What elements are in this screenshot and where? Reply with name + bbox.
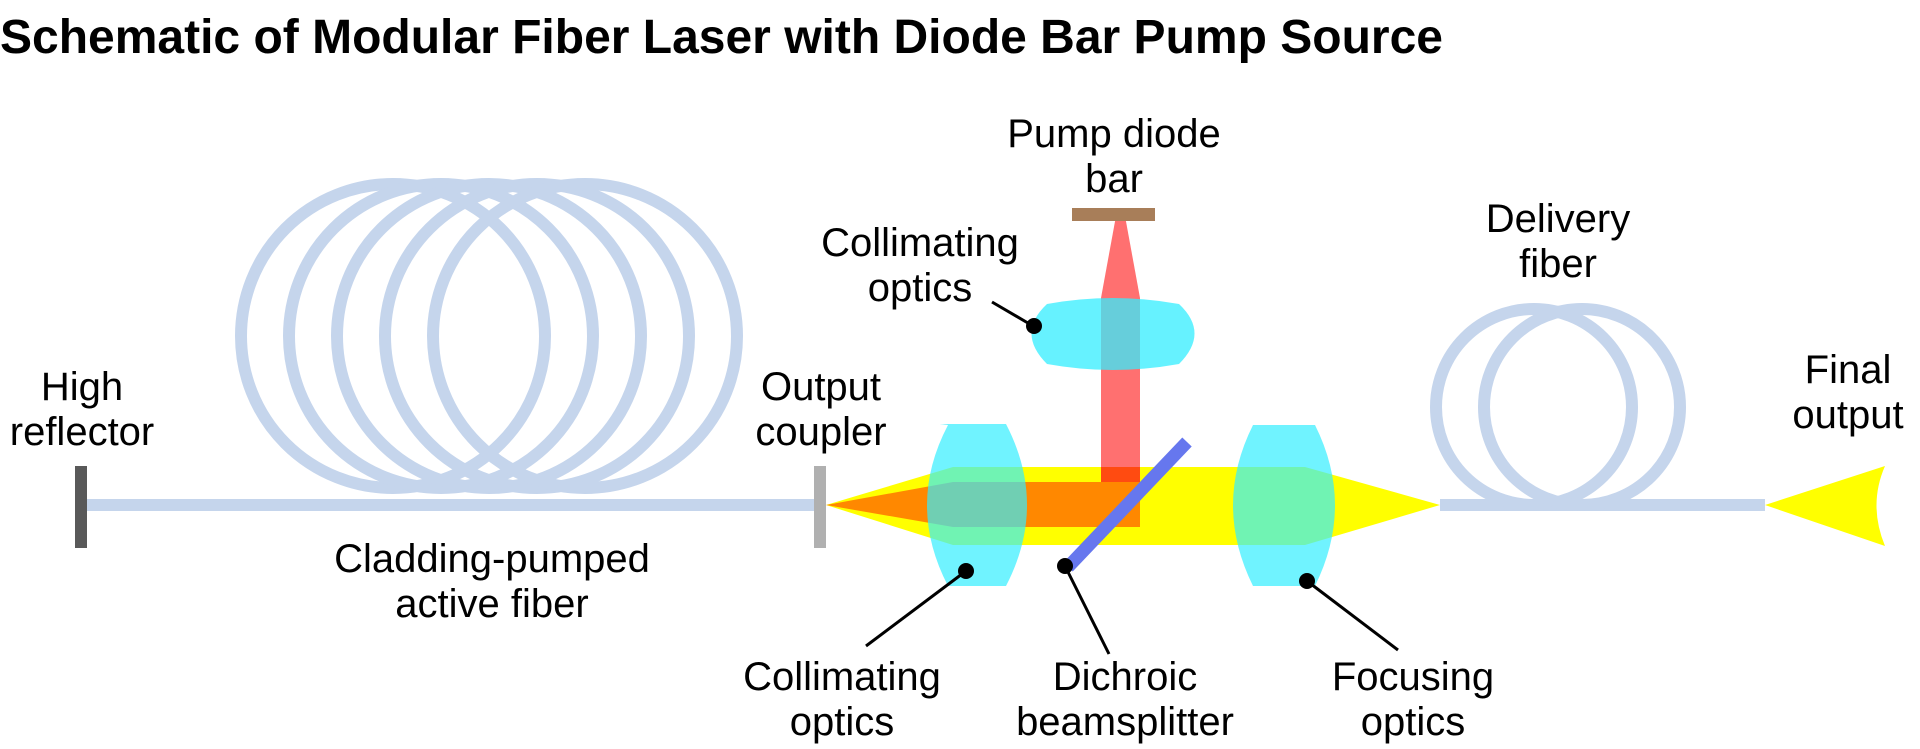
- pump-diode-bar: [1072, 208, 1155, 221]
- page-title: Schematic of Modular Fiber Laser with Di…: [0, 11, 1443, 64]
- leader-line-focusing: [1306, 579, 1399, 652]
- label-high-reflector: High reflector: [10, 365, 155, 454]
- label-output-coupler-line2: coupler: [755, 410, 886, 454]
- high-reflector: [75, 466, 87, 548]
- label-final-output-line2: output: [1792, 393, 1903, 437]
- focusing-lens: [1233, 425, 1335, 586]
- active-fiber-coils: [235, 178, 743, 494]
- label-delivery-fiber-line2: fiber: [1519, 242, 1597, 286]
- label-collimating-laser-line2: optics: [790, 700, 895, 744]
- delivery-fiber-coils: [1430, 303, 1686, 511]
- label-output-coupler-line1: Output: [761, 365, 881, 409]
- label-active-fiber: Cladding-pumped active fiber: [334, 537, 650, 626]
- leader-line-dichroic: [1063, 565, 1111, 655]
- label-focusing: Focusing optics: [1332, 655, 1494, 744]
- label-dichroic-line1: Dichroic: [1053, 655, 1197, 699]
- label-active-fiber-line2: active fiber: [395, 582, 588, 626]
- label-collimating-pump-line1: Collimating: [821, 221, 1019, 265]
- laser-collimating-lens: [927, 424, 1027, 586]
- leader-dot-laser-collimating: [958, 563, 974, 579]
- label-pump-diode: Pump diode bar: [1007, 112, 1220, 201]
- label-high-reflector-line2: reflector: [10, 410, 155, 454]
- label-collimating-pump: Collimating optics: [821, 221, 1019, 310]
- label-collimating-laser-line1: Collimating: [743, 655, 941, 699]
- label-focusing-line2: optics: [1361, 700, 1466, 744]
- delivery-coil: [1430, 303, 1638, 511]
- label-pump-diode-line2: bar: [1085, 157, 1143, 201]
- label-final-output-line1: Final: [1805, 348, 1892, 392]
- label-delivery-fiber-line1: Delivery: [1486, 197, 1630, 241]
- combined-beam-core: [1101, 467, 1140, 482]
- delivery-coil: [1478, 303, 1686, 511]
- label-dichroic-line2: beamsplitter: [1016, 700, 1234, 744]
- label-high-reflector-line1: High: [41, 365, 123, 409]
- label-focusing-line1: Focusing: [1332, 655, 1494, 699]
- pump-collimating-lens: [1031, 298, 1195, 370]
- label-dichroic: Dichroic beamsplitter: [1016, 655, 1234, 744]
- dichroic-beamsplitter: [1063, 437, 1192, 572]
- output-coupler: [814, 466, 826, 548]
- label-final-output: Final output: [1792, 348, 1903, 437]
- leader-dot-dichroic: [1057, 558, 1073, 574]
- label-delivery-fiber: Delivery fiber: [1486, 197, 1630, 286]
- fiber-coil: [283, 178, 599, 494]
- fiber-coil: [427, 178, 743, 494]
- fiber-coil: [235, 178, 551, 494]
- final-output-beam: [1765, 466, 1885, 546]
- fiber-coil: [331, 178, 647, 494]
- label-collimating-pump-line2: optics: [868, 266, 973, 310]
- label-output-coupler: Output coupler: [755, 365, 886, 454]
- label-active-fiber-line1: Cladding-pumped: [334, 537, 650, 581]
- leader-line-pump-collimating: [991, 300, 1034, 328]
- fiber-coil: [379, 178, 695, 494]
- label-collimating-laser: Collimating optics: [743, 655, 941, 744]
- leader-dot-focusing: [1299, 573, 1315, 589]
- label-pump-diode-line1: Pump diode: [1007, 112, 1220, 156]
- leader-dot-pump-collimating: [1026, 318, 1042, 334]
- leader-line-laser-collimating: [865, 569, 967, 648]
